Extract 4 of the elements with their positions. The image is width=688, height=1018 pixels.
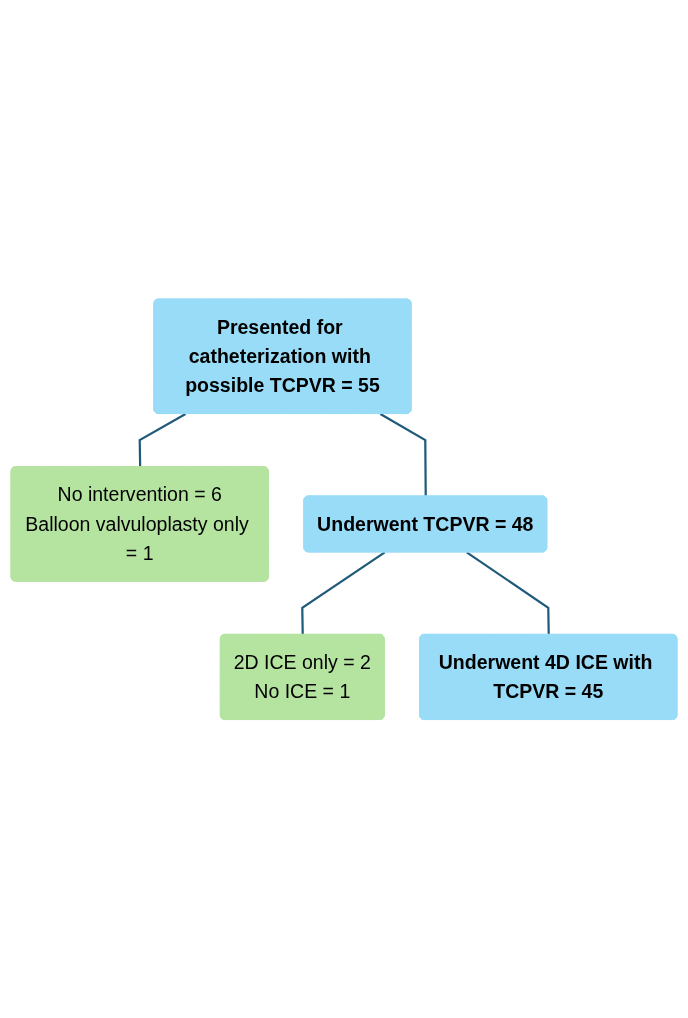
connector (138, 412, 187, 467)
connector (301, 551, 386, 635)
connector (379, 412, 427, 497)
connector (466, 551, 550, 635)
